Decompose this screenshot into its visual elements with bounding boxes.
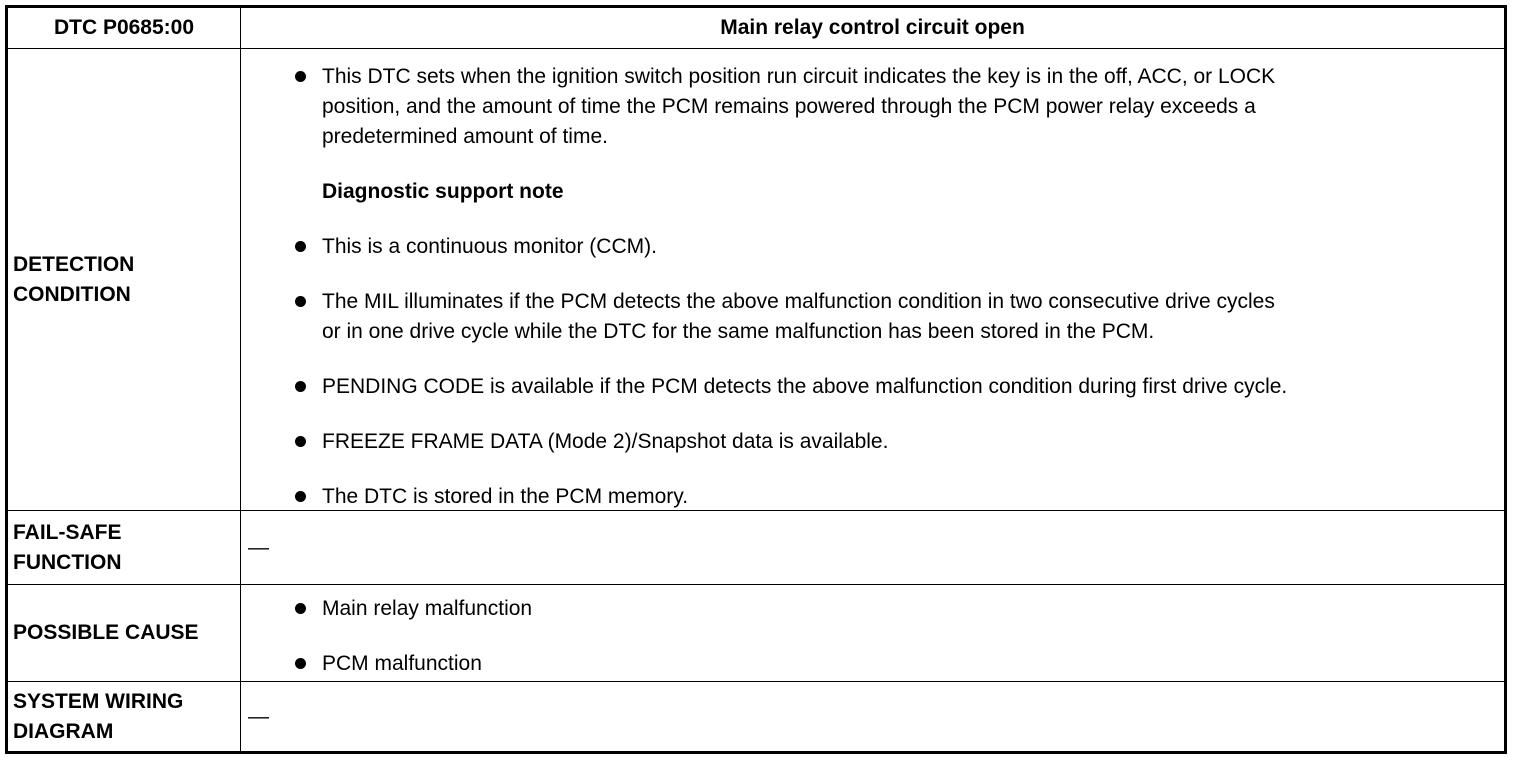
possible-cause-value: Main relay malfunction PCM malfunction bbox=[241, 585, 1504, 681]
diagnostic-support-note-heading: Diagnostic support note bbox=[322, 180, 564, 203]
system-wiring-diagram-row: SYSTEM WIRING DIAGRAM — bbox=[8, 682, 1504, 751]
label-line: FAIL-SAFE bbox=[13, 520, 122, 544]
bullet-text: Main relay malfunction bbox=[322, 597, 533, 620]
bullet-icon bbox=[295, 71, 306, 82]
label-line: DIAGRAM bbox=[13, 719, 114, 743]
system-wiring-diagram-value: — bbox=[241, 682, 1504, 751]
label-line: FUNCTION bbox=[13, 550, 122, 574]
label-line: CONDITION bbox=[13, 282, 131, 306]
bullet-text: The DTC is stored in the PCM memory. bbox=[322, 485, 689, 508]
possible-cause-row: POSSIBLE CAUSE Main relay malfunction PC… bbox=[8, 585, 1504, 682]
bullet-text: FREEZE FRAME DATA (Mode 2)/Snapshot data… bbox=[322, 430, 889, 453]
bullet-text: The MIL illuminates if the PCM detects t… bbox=[322, 290, 1275, 313]
bullet-text: PENDING CODE is available if the PCM det… bbox=[322, 375, 1288, 398]
empty-dash: — bbox=[248, 705, 269, 728]
empty-dash: — bbox=[248, 536, 269, 559]
fail-safe-function-value: — bbox=[241, 511, 1504, 584]
bullet-text: or in one drive cycle while the DTC for … bbox=[322, 320, 1155, 343]
detection-condition-row: DETECTION CONDITION This DTC sets when t… bbox=[8, 49, 1504, 511]
system-wiring-diagram-label: SYSTEM WIRING DIAGRAM bbox=[8, 682, 241, 751]
fail-safe-function-row: FAIL-SAFE FUNCTION — bbox=[8, 511, 1504, 585]
bullet-icon bbox=[295, 603, 306, 614]
bullet-icon bbox=[295, 241, 306, 252]
dtc-title: Main relay control circuit open bbox=[720, 16, 1025, 39]
bullet-text: predetermined amount of time. bbox=[322, 125, 608, 148]
bullet-text: position, and the amount of time the PCM… bbox=[322, 95, 1256, 118]
detection-condition-value: This DTC sets when the ignition switch p… bbox=[241, 49, 1504, 510]
bullet-icon bbox=[295, 658, 306, 669]
dtc-code: DTC P0685:00 bbox=[8, 8, 241, 48]
bullet-icon bbox=[295, 491, 306, 502]
label-line: DETECTION bbox=[13, 252, 135, 276]
table-header-row: DTC P0685:00 Main relay control circuit … bbox=[8, 8, 1504, 49]
bullet-icon bbox=[295, 381, 306, 392]
possible-cause-label: POSSIBLE CAUSE bbox=[8, 585, 241, 681]
label-line: SYSTEM WIRING bbox=[13, 689, 184, 713]
bullet-icon bbox=[295, 296, 306, 307]
bullet-icon bbox=[295, 436, 306, 447]
dtc-table: DTC P0685:00 Main relay control circuit … bbox=[5, 5, 1507, 754]
bullet-text: This DTC sets when the ignition switch p… bbox=[322, 65, 1276, 88]
fail-safe-function-label: FAIL-SAFE FUNCTION bbox=[8, 511, 241, 584]
detection-condition-label: DETECTION CONDITION bbox=[8, 49, 241, 510]
bullet-text: This is a continuous monitor (CCM). bbox=[322, 235, 657, 258]
bullet-text: PCM malfunction bbox=[322, 652, 482, 675]
